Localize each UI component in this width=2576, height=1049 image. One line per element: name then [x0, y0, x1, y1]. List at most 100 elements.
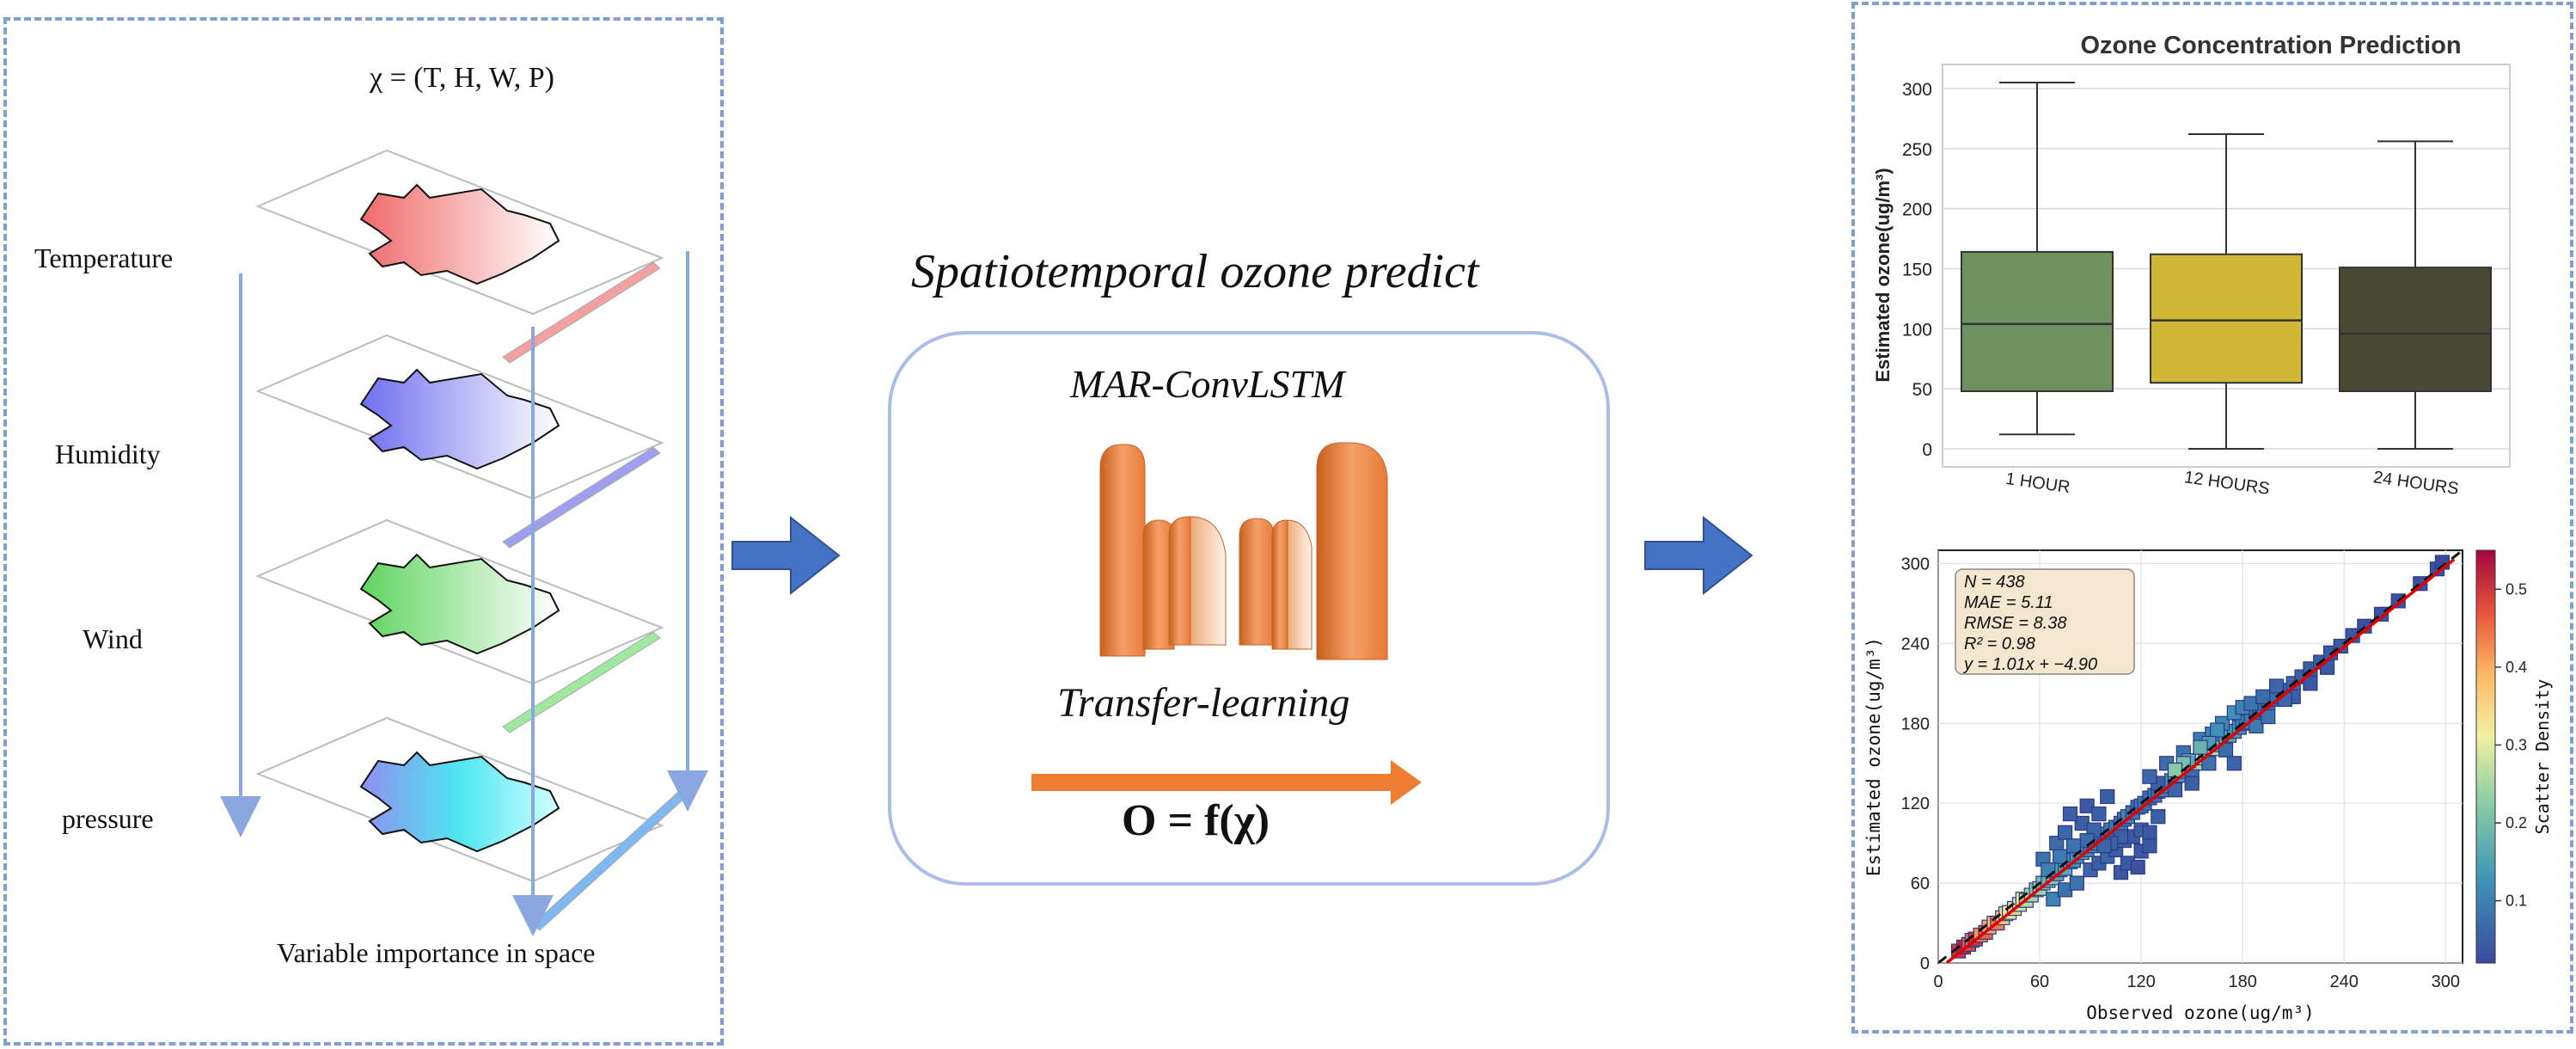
scatter-point — [2303, 676, 2318, 691]
boxplot-xtick-label: 24 HOURS — [2372, 468, 2460, 499]
scatter-point — [2151, 809, 2166, 825]
scatter-point — [2193, 739, 2208, 755]
scatter-point — [2255, 689, 2271, 704]
boxplot-yticks: 0 50 100 150 200 250 300 — [1902, 80, 1932, 460]
scatter-point — [2142, 825, 2157, 840]
scatter-point — [2065, 838, 2082, 854]
layer-stack-graphic — [220, 149, 708, 936]
decoder-block-2 — [1271, 519, 1312, 650]
layer-label-pressure: pressure — [62, 803, 154, 834]
scatter-ytick-label: 180 — [1901, 715, 1930, 733]
scatter-point — [2091, 806, 2107, 822]
scatter-point — [2210, 722, 2225, 738]
scatter-xtick-label: 0 — [1933, 972, 1943, 991]
right-arrow-icon — [1644, 516, 1753, 595]
boxplot-ytick-label: 50 — [1912, 380, 1932, 400]
scatter-point — [2079, 798, 2095, 813]
scatter-point — [2057, 825, 2073, 840]
scatter-chart: 0 60 120 180 240 300 0 60 120 180 240 300 N = 438 M… — [1863, 549, 2553, 1023]
layer-humidity — [255, 334, 664, 549]
scatter-point — [2268, 678, 2285, 694]
boxplot-ytick-label: 100 — [1902, 320, 1932, 340]
colorbar-tick-label: 0.2 — [2506, 814, 2527, 831]
scatter-point — [2062, 806, 2078, 822]
boxplot-ylabel: Estimated ozone(ug/m³) — [1872, 168, 1894, 382]
stat-n: N = 438 — [1964, 573, 2025, 592]
stat-rmse: RMSE = 8.38 — [1964, 614, 2067, 633]
scatter-point — [2046, 892, 2061, 907]
scatter-xtick-label: 240 — [2330, 972, 2359, 991]
scatter-ytick-label: 60 — [1911, 874, 1930, 893]
boxplot-boxes — [1961, 81, 2492, 451]
scatter-ytick-label: 120 — [1901, 794, 1930, 813]
encoder-block-1 — [1099, 444, 1146, 657]
stat-r2: R² = 0.98 — [1964, 635, 2035, 653]
scatter-lines — [1938, 549, 2463, 963]
scatter-point — [2249, 718, 2264, 733]
input-formula: χ = (T, H, W, P) — [370, 62, 554, 94]
boxplot-ytick-label: 150 — [1902, 260, 1932, 279]
colorbar-tick-label: 0.5 — [2506, 580, 2527, 598]
scatter-xtick-label: 120 — [2126, 972, 2155, 991]
method-label: Transfer-learning — [1057, 680, 1350, 726]
layer-label-humidity: Humidity — [55, 439, 161, 469]
scatter-point — [2069, 875, 2084, 891]
scatter-xtick-label: 300 — [2432, 972, 2460, 991]
scatter-point — [2100, 788, 2115, 805]
boxplot-ytick-label: 250 — [1902, 140, 1932, 160]
colorbar — [2475, 549, 2496, 964]
scatter-point — [2261, 709, 2276, 725]
boxplot-box — [2339, 267, 2492, 392]
scatter-point — [2167, 762, 2183, 778]
fit-line — [1945, 558, 2456, 963]
colorbar-ticks: 0.1 0.2 0.3 0.4 0.5 — [2495, 580, 2527, 910]
scatter-xlabel: Observed ozone(ug/m³) — [2086, 1003, 2315, 1023]
layer-wind — [255, 518, 664, 733]
scatter-point — [2053, 849, 2068, 864]
scatter-point — [2226, 756, 2242, 771]
variables-panel — [3, 17, 724, 1046]
model-name: MAR-ConvLSTM — [1070, 362, 1345, 406]
network-layers-graphic — [1099, 442, 1388, 660]
scatter-point — [2142, 838, 2157, 854]
scatter-xtick-label: 180 — [2229, 972, 2257, 991]
scatter-point — [2184, 776, 2200, 791]
boxplot-ytick-label: 200 — [1902, 200, 1932, 220]
boxplot-box — [2150, 253, 2303, 384]
stats-box: N = 438 MAE = 5.11 RMSE = 8.38 R² = 0.98… — [1955, 568, 2135, 675]
boxplot-title: Ozone Concentration Prediction — [2080, 32, 2461, 59]
decoder-block-3 — [1316, 442, 1388, 660]
left-caption: Variable importance in space — [277, 937, 596, 968]
scatter-point — [2142, 769, 2157, 784]
identity-line — [1938, 549, 2463, 963]
results-panel — [1851, 2, 2573, 1034]
layer-pressure — [255, 716, 687, 931]
stat-mae: MAE = 5.11 — [1964, 593, 2053, 612]
decoder-block-1 — [1239, 518, 1275, 646]
scatter-ytick-label: 300 — [1901, 555, 1930, 574]
boxplot-ytick-label: 300 — [1902, 80, 1932, 100]
boxplot-chart: Ozone Concentration Prediction 0 50 100 150… — [1872, 32, 2511, 499]
scatter-ticks: 0 60 120 180 240 300 0 60 120 180 240 300 — [1901, 555, 2460, 991]
right-arrow-icon — [731, 516, 841, 595]
scatter-point — [2041, 862, 2056, 878]
scatter-point — [2201, 756, 2217, 771]
encoder-block-3 — [1168, 516, 1227, 646]
stat-fit: y = 1.01x + −4.90 — [1962, 655, 2097, 674]
scatter-ytick-label: 240 — [1901, 635, 1930, 653]
colorbar-tick-label: 0.4 — [2506, 659, 2527, 676]
colorbar-label: Scatter Density — [2532, 679, 2553, 835]
layer-temperature — [255, 149, 664, 364]
boxplot-ytick-label: 0 — [1922, 440, 1932, 460]
scatter-point — [2218, 742, 2234, 758]
center-title: Spatiotemporal ozone predict — [911, 245, 1479, 298]
colorbar-tick-label: 0.3 — [2506, 736, 2527, 753]
scatter-point — [2130, 859, 2145, 875]
output-equation: O = f(χ) — [1122, 796, 1270, 845]
scatter-ytick-label: 0 — [1920, 954, 1930, 973]
scatter-ylabel: Estimated ozone(ug/m³) — [1863, 637, 1884, 876]
colorbar-tick-label: 0.1 — [2506, 893, 2527, 910]
boxplot-box — [1961, 250, 2114, 392]
scatter-xtick-label: 60 — [2030, 972, 2049, 991]
